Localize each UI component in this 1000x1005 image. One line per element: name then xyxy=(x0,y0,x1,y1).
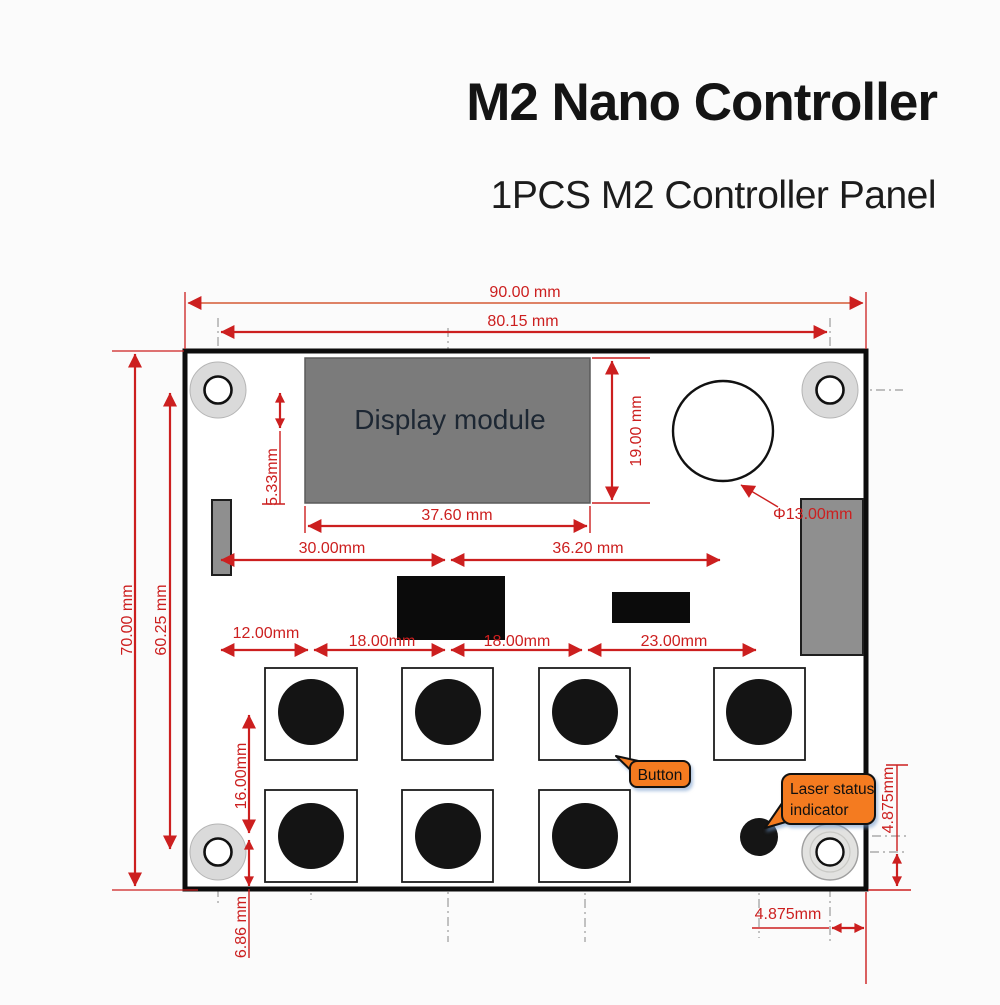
button-callout-label: Button xyxy=(638,767,683,784)
dim-hole-to-bottom-edge: 4.875mm xyxy=(868,764,911,891)
dim-label-19mm: 19.00 mm xyxy=(628,395,645,466)
laser-callout-label-line1: Laser status xyxy=(790,781,875,798)
dim-label-8015mm: 80.15 mm xyxy=(487,313,558,330)
connector-large xyxy=(397,576,505,640)
dim-board-width: 90.00 mm xyxy=(184,284,867,349)
dim-board-height: 70.00 mm xyxy=(112,350,198,891)
dim-display-width: 37.60 mm xyxy=(304,506,591,533)
dim-circle-diameter: Φ13.00mm xyxy=(740,484,852,523)
dim-label-18mm-b: 18.00mm xyxy=(484,633,551,650)
mounting-holes xyxy=(189,361,859,881)
display-module-label: Display module xyxy=(354,404,545,435)
dim-hole-span-y: 60.25 mm xyxy=(153,392,177,850)
dim-label-362mm: 36.20 mm xyxy=(552,540,623,557)
button-row2-col3 xyxy=(538,789,631,883)
button-row1-col4 xyxy=(713,667,806,761)
dim-middle-row: 30.00mm 36.20 mm xyxy=(220,540,721,567)
dim-label-18mm-a: 18.00mm xyxy=(349,633,416,650)
dim-button-columns: 12.00mm 18.00mm 18.00mm 23.00mm xyxy=(220,625,757,657)
dim-bottom-offset: 6.86 mm xyxy=(233,839,254,958)
dim-label-4875mm-h: 4.875mm xyxy=(755,906,822,923)
dim-label-533mm: 5.33mm xyxy=(264,448,281,506)
dim-label-376mm: 37.60 mm xyxy=(421,507,492,524)
dim-row-spacing: 16.00mm xyxy=(233,714,256,834)
dim-label-70mm: 70.00 mm xyxy=(119,584,136,655)
dim-label-6025mm: 60.25 mm xyxy=(153,584,170,655)
display-module: Display module xyxy=(304,357,591,504)
dim-label-4875mm-v: 4.875mm xyxy=(880,767,897,834)
dim-label-686mm: 6.86 mm xyxy=(233,896,250,958)
mounting-hole-bottom-left xyxy=(189,823,247,881)
page-subtitle: 1PCS M2 Controller Panel xyxy=(490,174,937,217)
dim-label-16mm: 16.00mm xyxy=(233,743,250,810)
mounting-hole-bottom-right xyxy=(801,823,859,881)
dim-label-30mm: 30.00mm xyxy=(299,540,366,557)
dim-hole-span-x: 80.15 mm xyxy=(220,313,828,339)
button-row1-col2 xyxy=(401,667,494,761)
dim-label-90mm: 90.00 mm xyxy=(489,284,560,301)
dim-label-12mm: 12.00mm xyxy=(233,625,300,642)
dim-label-23mm: 23.00mm xyxy=(641,633,708,650)
button-callout: Button xyxy=(615,755,691,788)
dim-label-phi13mm: Φ13.00mm xyxy=(773,506,852,523)
laser-status-callout: Laser status indicator xyxy=(764,773,876,829)
dim-display-height: 19.00 mm xyxy=(592,357,650,504)
laser-callout-label-line2: indicator xyxy=(790,802,849,819)
left-edge-connector xyxy=(211,499,232,576)
page-title: M2 Nano Controller xyxy=(466,73,938,132)
button-row2-col1 xyxy=(264,789,358,883)
button-row1-col1 xyxy=(264,667,358,761)
round-hole-13mm xyxy=(671,379,775,483)
button-row1-col3 xyxy=(538,667,631,761)
right-edge-connector xyxy=(800,498,864,656)
mounting-hole-top-left xyxy=(189,361,247,419)
dim-display-offset: 5.33mm xyxy=(262,392,285,506)
connector-small xyxy=(612,592,690,623)
dim-hole-to-right-edge: 4.875mm xyxy=(752,892,867,984)
button-row2-col2 xyxy=(401,789,494,883)
mounting-hole-top-right xyxy=(801,361,859,419)
button-grid xyxy=(264,667,806,883)
